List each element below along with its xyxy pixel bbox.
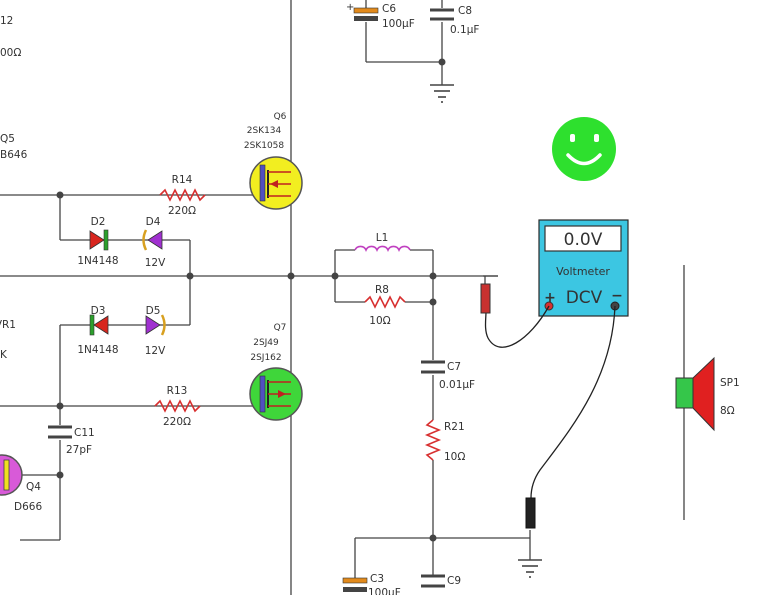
junction-dots (56, 58, 446, 542)
q4-transistor[interactable] (0, 454, 23, 496)
d5-zener[interactable] (145, 314, 166, 336)
black-probe[interactable] (525, 497, 536, 529)
r21-value-label: 10Ω (444, 451, 465, 463)
sp1-value-label: 8Ω (720, 405, 735, 417)
r14-ref-label: R14 (172, 174, 193, 186)
l1-ref-label: L1 (376, 232, 389, 244)
d5-ref-label: D5 (146, 305, 161, 317)
probe-leads (484, 305, 616, 499)
c9-ref-label: C9 (447, 575, 461, 587)
c8-ref-label: C8 (458, 5, 472, 17)
r13-ref-label: R13 (167, 385, 188, 397)
r21-resistor[interactable] (424, 419, 442, 461)
c8-value-label: 0.1μF (450, 24, 479, 36)
voltmeter-reading: 0.0V (564, 230, 603, 250)
q7-part1-label: 2SJ49 (253, 338, 279, 348)
c6-ref-label: C6 (382, 3, 396, 15)
r8-resistor[interactable] (364, 295, 406, 309)
d5-value-label: 12V (145, 345, 166, 357)
q7-part2-label: 2SJ162 (250, 353, 281, 363)
q6-ref-label: Q6 (274, 112, 287, 122)
red-probe[interactable] (480, 283, 491, 314)
r13-resistor[interactable] (154, 399, 201, 413)
q7-pmos-transistor[interactable] (249, 367, 303, 421)
voltmeter-display (544, 225, 622, 252)
c11-ref-label: C11 (74, 427, 95, 439)
c3-value-label: 100μF (368, 587, 401, 595)
r12-ref-label: 12 (0, 15, 13, 27)
q5-part-label: B646 (0, 149, 28, 161)
r12-value-label: 00Ω (0, 47, 21, 59)
c8-capacitor[interactable] (430, 8, 454, 21)
r8-value-label: 10Ω (369, 315, 390, 327)
voltmeter-minus-label: − (611, 288, 623, 304)
d2-ref-label: D2 (91, 216, 106, 228)
c7-ref-label: C7 (447, 361, 461, 373)
ground-symbol-top (430, 84, 454, 103)
c6-capacitor[interactable]: + (346, 2, 379, 21)
voltmeter-title: Voltmeter (556, 265, 610, 278)
d4-zener[interactable] (142, 229, 163, 251)
c9-capacitor[interactable] (421, 574, 445, 588)
voltmeter[interactable] (538, 219, 629, 317)
vr1-ref-label: VR1 (0, 319, 16, 331)
c7-value-label: 0.01μF (439, 379, 475, 391)
d3-part-label: 1N4148 (77, 344, 118, 356)
c7-capacitor[interactable] (421, 360, 445, 374)
q6-part2-label: 2SK1058 (244, 141, 285, 151)
q5-ref-label: Q5 (0, 133, 15, 145)
c6-value-label: 100μF (382, 18, 415, 30)
l1-inductor[interactable] (354, 245, 411, 252)
r13-value-label: 220Ω (163, 416, 191, 428)
d3-diode[interactable] (89, 314, 109, 336)
d2-part-label: 1N4148 (77, 255, 118, 267)
c11-capacitor[interactable] (48, 425, 72, 439)
sp1-ref-label: SP1 (720, 377, 740, 389)
q4-ref-label: Q4 (26, 481, 41, 493)
r21-ref-label: R21 (444, 421, 465, 433)
ground-symbol-bottom (518, 559, 542, 578)
d2-diode[interactable] (89, 229, 109, 251)
r14-value-label: 220Ω (168, 205, 196, 217)
d4-value-label: 12V (145, 257, 166, 269)
r14-resistor[interactable] (159, 188, 206, 202)
q4-part-label: D666 (14, 501, 42, 513)
d3-ref-label: D3 (91, 305, 106, 317)
q6-nmos-transistor[interactable] (249, 156, 303, 210)
c3-ref-label: C3 (370, 573, 384, 585)
c3-capacitor[interactable] (342, 577, 368, 592)
voltmeter-plus-label: + (544, 290, 556, 306)
svg-text:+: + (346, 2, 354, 13)
voltmeter-mode: DCV (566, 288, 603, 308)
q6-part1-label: 2SK134 (247, 126, 282, 136)
r8-ref-label: R8 (375, 284, 389, 296)
c11-value-label: 27pF (66, 444, 92, 456)
vr1-value-label: K (0, 349, 8, 361)
smiley-face-icon (552, 117, 616, 181)
sp1-speaker[interactable] (675, 356, 715, 432)
d4-ref-label: D4 (146, 216, 161, 228)
q7-ref-label: Q7 (274, 323, 287, 333)
